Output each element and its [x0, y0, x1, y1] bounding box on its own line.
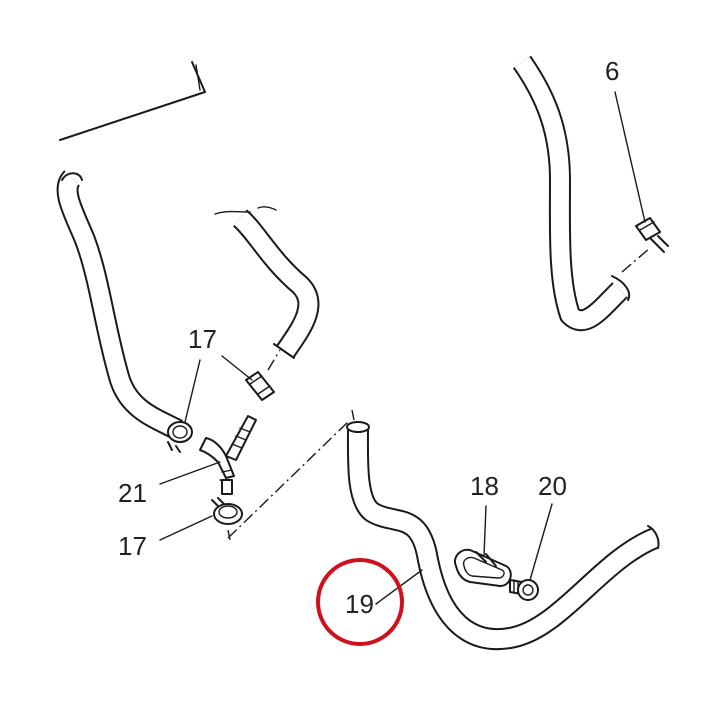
coupler-top [245, 371, 275, 401]
leader-17-top [184, 355, 253, 423]
clamp-6-dash-line [621, 247, 651, 273]
label-part-19: 19 [345, 589, 374, 619]
assembly-dash-line [227, 409, 355, 541]
upper-middle-hose [214, 206, 320, 359]
coupler-dash-line [267, 349, 281, 371]
left-hose [56, 170, 184, 440]
label-part-6: 6 [605, 56, 619, 86]
leader-21 [159, 461, 221, 485]
bracket-18 [454, 548, 512, 587]
label-part-17-top: 17 [188, 324, 217, 354]
label-part-20: 20 [538, 471, 567, 501]
label-part-18: 18 [470, 471, 499, 501]
bolt-20 [509, 579, 539, 601]
leader-20 [529, 503, 553, 581]
highlight-circle [316, 558, 404, 646]
right-hose [512, 55, 631, 332]
y-connector-21 [199, 415, 257, 495]
label-part-21: 21 [118, 478, 147, 508]
leader-17-bottom [159, 515, 213, 541]
clamp-17-bottom [211, 497, 243, 525]
leader-6 [614, 91, 646, 223]
leader-18 [483, 505, 487, 557]
hose-19 [346, 421, 660, 651]
body-panel-edge [59, 61, 206, 141]
clamp-17-top [167, 421, 193, 453]
label-part-17-bottom: 17 [118, 531, 147, 561]
clamp-6 [635, 217, 669, 253]
